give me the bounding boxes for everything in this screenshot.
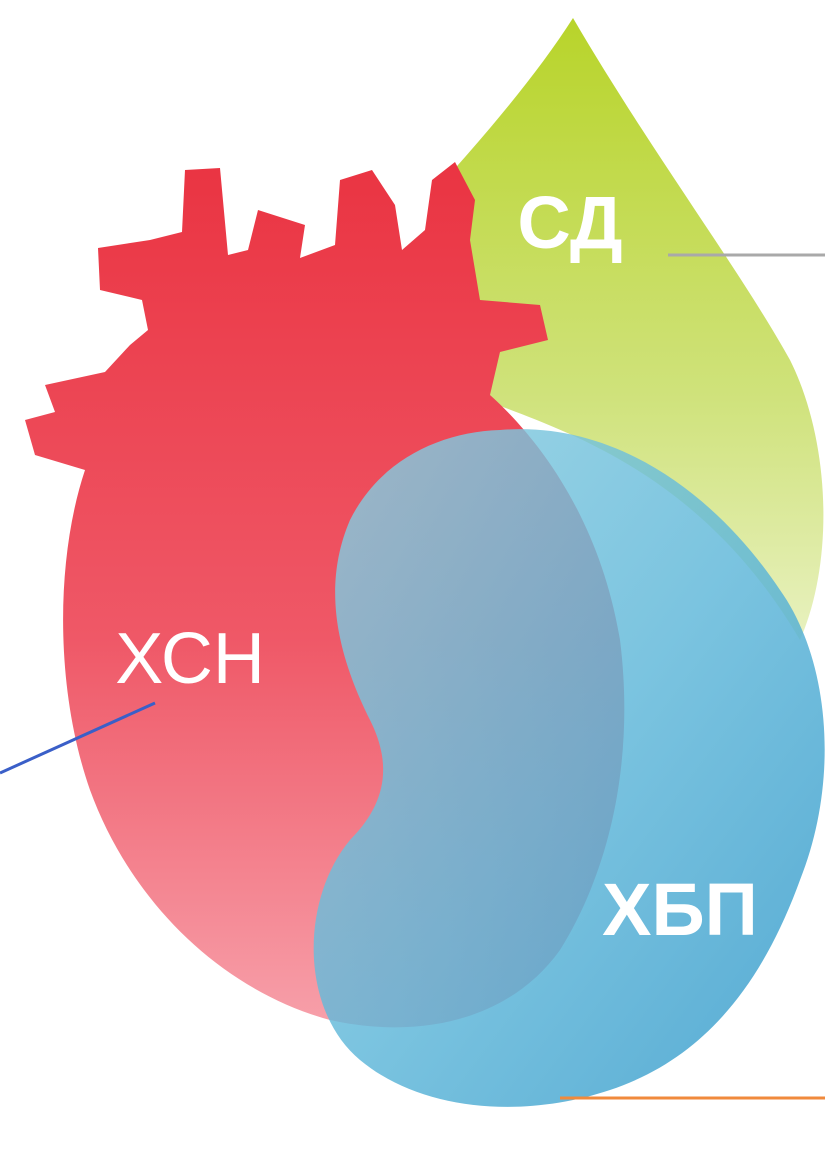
kidney-disease-label: ХБП	[602, 868, 758, 951]
heart-failure-label: ХСН	[115, 619, 265, 699]
diabetes-label: СД	[517, 181, 622, 264]
